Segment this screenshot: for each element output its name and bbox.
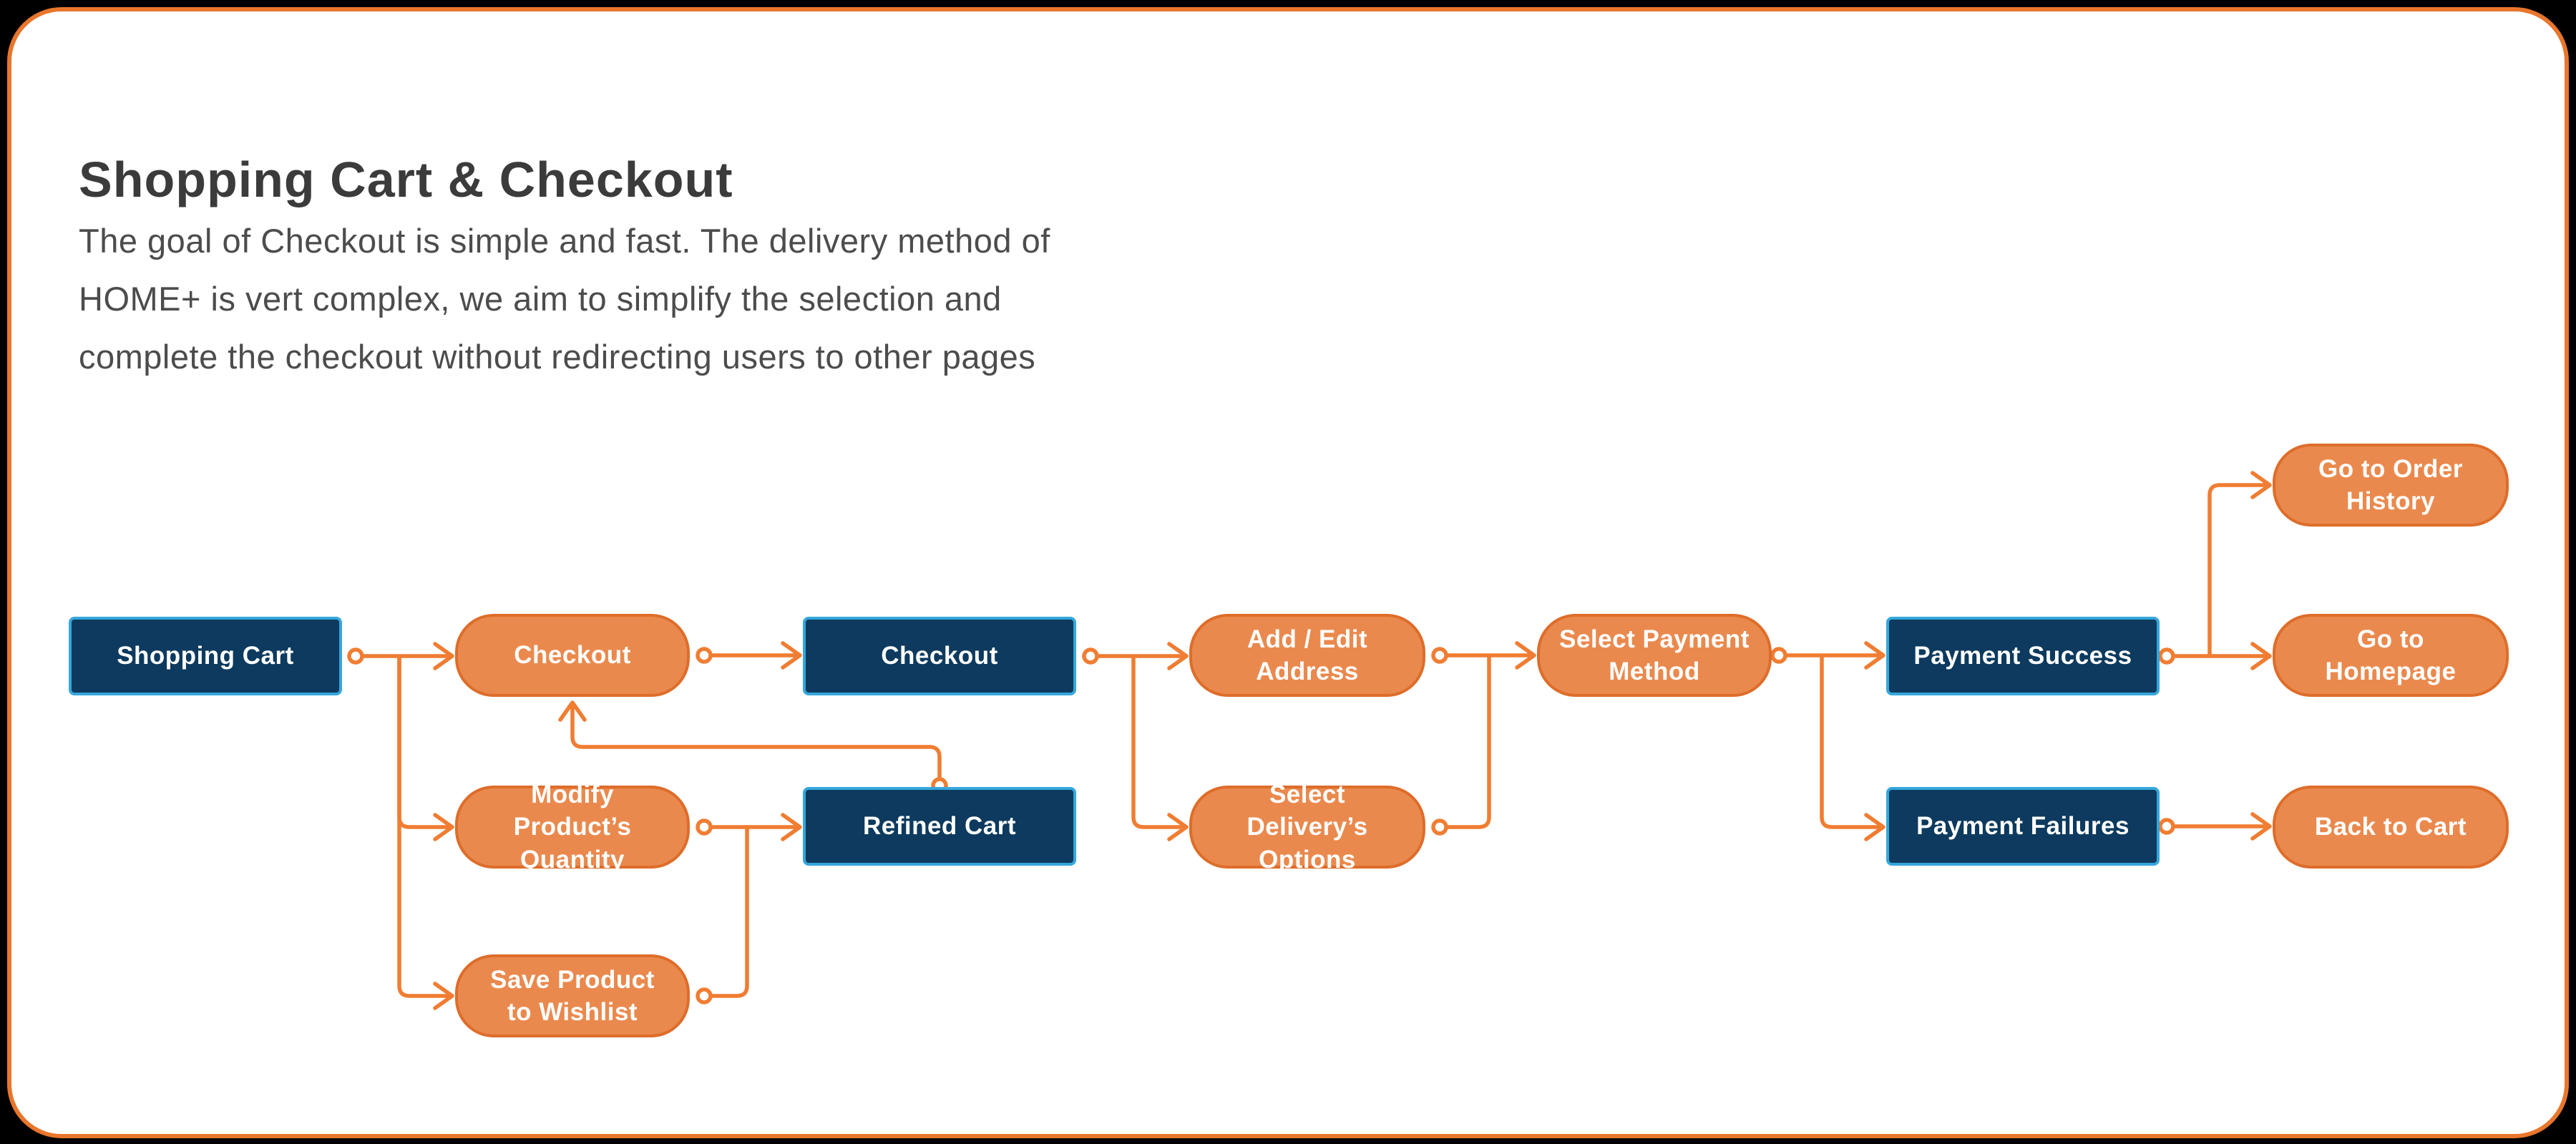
node-label: Shopping Cart — [117, 642, 294, 670]
port-shopping-cart — [347, 647, 364, 665]
arrowhead-select-deliverys-options — [1167, 813, 1189, 841]
arrowhead-add-edit-address — [1167, 642, 1189, 670]
node-label: Back to Cart — [2314, 813, 2467, 841]
node-shopping-cart: Shopping Cart — [69, 617, 342, 695]
node-select-deliverys-options: Select Delivery’s Options — [1189, 781, 1425, 874]
node-go-to-order-history: Go to Order History — [2273, 444, 2509, 527]
arrowhead-go-to-homepage — [2250, 642, 2272, 670]
node-label: Add / Edit Address — [1246, 625, 1368, 686]
node-payment-success: Payment Success — [1886, 617, 2160, 695]
node-payment-failures: Payment Failures — [1886, 787, 2160, 866]
node-go-to-homepage: Go to Homepage — [2273, 614, 2509, 697]
arrowhead-checkout-screen — [781, 641, 802, 670]
node-label: Go to Order History — [2318, 454, 2463, 516]
page-description: The goal of Checkout is simple and fast.… — [79, 212, 1050, 386]
canvas-card: Shopping Cart & Checkout The goal of Che… — [7, 7, 2569, 1138]
edge-payment-success-to-go-to-order-history — [2207, 483, 2267, 656]
port-payment-failures — [2158, 818, 2175, 835]
node-label: Select Payment Method — [1559, 625, 1750, 686]
node-refined-cart: Refined Cart — [803, 787, 1076, 866]
node-select-payment-method: Select Payment Method — [1537, 614, 1772, 697]
edge-checkout-screen-to-select-deliverys-options — [1131, 656, 1184, 829]
page-title: Shopping Cart & Checkout — [79, 151, 733, 207]
node-label: Checkout — [881, 642, 998, 670]
node-label: Select Delivery’s Options — [1246, 780, 1368, 874]
arrowhead-payment-success — [1864, 641, 1885, 670]
description-line: complete the checkout without redirectin… — [79, 338, 1036, 376]
node-label: Payment Success — [1913, 642, 2132, 670]
node-back-to-cart: Back to Cart — [2273, 786, 2509, 869]
node-checkout-screen: Checkout — [803, 617, 1076, 695]
arrowhead-select-payment-method — [1515, 641, 1536, 670]
port-select-deliverys-options — [1431, 818, 1448, 836]
port-save-product-to-wishlist — [696, 987, 713, 1004]
port-select-payment-method — [1770, 647, 1787, 664]
port-checkout-screen — [1082, 647, 1099, 665]
node-label: Go to Homepage — [2325, 625, 2457, 686]
node-label: Save Product to Wishlist — [490, 965, 655, 1027]
arrowhead-refined-cart — [781, 813, 802, 841]
arrowhead-modify-products-quantity — [433, 813, 454, 841]
node-label: Modify Product’s Quantity — [513, 780, 632, 874]
edge-select-payment-method-to-payment-failures — [1820, 655, 1880, 829]
node-add-edit-address: Add / Edit Address — [1189, 614, 1425, 697]
edge-refined-cart-to-checkout-action — [570, 704, 942, 779]
edge-shopping-cart-to-modify-products-quantity — [397, 656, 449, 829]
port-add-edit-address — [1431, 647, 1448, 664]
port-payment-success — [2158, 647, 2175, 665]
description-line: HOME+ is vert complex, we aim to simplif… — [79, 280, 1002, 318]
arrowhead-save-product-to-wishlist — [433, 982, 454, 1010]
edge-shopping-cart-to-save-product-to-wishlist — [397, 656, 449, 998]
arrowhead-checkout-action — [433, 642, 454, 670]
port-modify-products-quantity — [696, 818, 713, 836]
node-save-product-to-wishlist: Save Product to Wishlist — [455, 954, 690, 1037]
description-line: The goal of Checkout is simple and fast.… — [79, 222, 1050, 260]
edge-save-product-to-wishlist-to-refined-cart — [711, 827, 749, 998]
arrowhead-checkout-action — [558, 700, 587, 722]
node-label: Checkout — [514, 641, 631, 670]
node-modify-products-quantity: Modify Product’s Quantity — [455, 781, 690, 874]
arrowhead-payment-failures — [1864, 813, 1885, 841]
node-label: Payment Failures — [1916, 812, 2129, 841]
node-checkout-action: Checkout — [455, 614, 690, 697]
port-checkout-action — [696, 647, 713, 664]
arrowhead-back-to-cart — [2250, 812, 2272, 841]
node-label: Refined Cart — [862, 812, 1017, 841]
arrowhead-go-to-order-history — [2250, 471, 2272, 499]
edge-select-deliverys-options-to-select-payment-method — [1446, 655, 1491, 829]
